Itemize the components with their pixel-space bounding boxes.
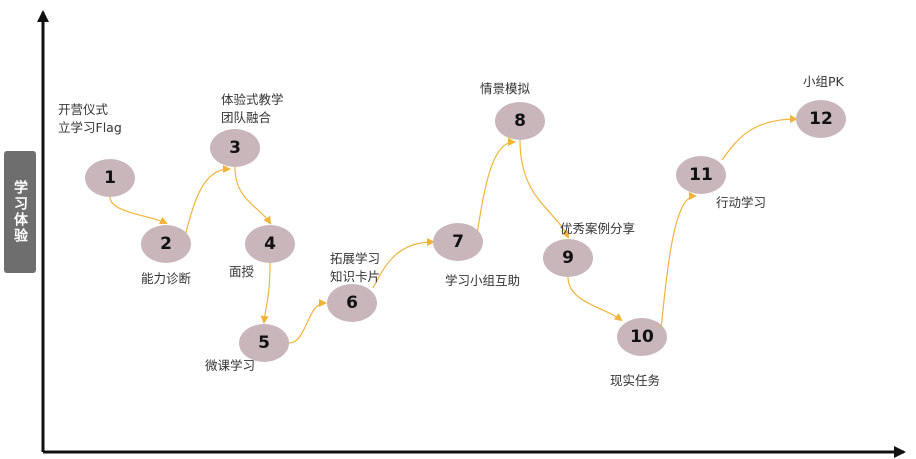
step-label-3: 体验式教学团队融合: [221, 91, 284, 127]
step-node-2: 2: [141, 225, 191, 263]
y-axis-label-box: 学习体验: [4, 151, 36, 273]
connector-3-4: [234, 166, 272, 225]
step-label-10: 现实任务: [610, 372, 660, 390]
y-axis-label: 学习体验: [12, 180, 28, 244]
step-label-line: 学习小组互助: [445, 273, 521, 288]
connector-9-10: [567, 276, 623, 322]
step-label-line: 立学习Flag: [58, 120, 122, 135]
connector-4-5: [260, 262, 271, 324]
step-label-9: 优秀案例分享: [560, 220, 635, 238]
step-label-line: 能力诊断: [141, 271, 192, 286]
step-node-7: 7: [433, 223, 483, 261]
connector-6-7: [372, 238, 435, 289]
step-node-1: 1: [85, 159, 135, 197]
step-node-3: 3: [210, 129, 260, 167]
step-label-line: 微课学习: [205, 358, 256, 373]
step-node-10: 10: [617, 318, 667, 356]
step-label-line: 体验式教学: [221, 92, 284, 107]
step-node-6: 6: [327, 284, 377, 322]
step-node-5: 5: [239, 324, 289, 362]
connectors: [109, 115, 798, 344]
step-label-2: 能力诊断: [141, 270, 191, 288]
step-label-line: 小组PK: [803, 74, 844, 89]
step-label-1: 开营仪式立学习Flag: [58, 101, 122, 137]
step-label-7: 学习小组互助: [445, 272, 520, 290]
step-label-line: 现实任务: [610, 373, 661, 388]
step-node-11: 11: [676, 156, 726, 194]
step-node-9: 9: [543, 239, 593, 277]
step-label-line: 拓展学习: [330, 251, 381, 266]
step-node-8: 8: [495, 102, 545, 140]
step-node-4: 4: [245, 225, 295, 263]
connector-5-6: [288, 299, 327, 344]
connector-2-3: [184, 165, 231, 237]
step-label-6: 拓展学习知识卡片: [330, 250, 380, 286]
step-label-line: 知识卡片: [330, 269, 381, 284]
step-label-line: 优秀案例分享: [560, 221, 636, 236]
connector-7-8: [476, 138, 516, 235]
step-label-8: 情景模拟: [480, 80, 530, 98]
step-label-line: 开营仪式: [58, 102, 109, 117]
step-label-12: 小组PK: [803, 73, 844, 91]
step-label-line: 行动学习: [716, 195, 767, 210]
step-label-line: 团队融合: [221, 110, 272, 125]
step-label-4: 面授: [229, 263, 254, 281]
connector-1-2: [109, 196, 168, 225]
step-node-12: 12: [796, 100, 846, 138]
connector-11-12: [721, 115, 798, 161]
connector-10-11: [660, 192, 697, 330]
step-label-line: 面授: [229, 264, 255, 279]
step-label-5: 微课学习: [205, 357, 255, 375]
step-label-11: 行动学习: [716, 194, 766, 212]
connector-8-9: [519, 139, 569, 239]
step-label-line: 情景模拟: [480, 81, 531, 96]
